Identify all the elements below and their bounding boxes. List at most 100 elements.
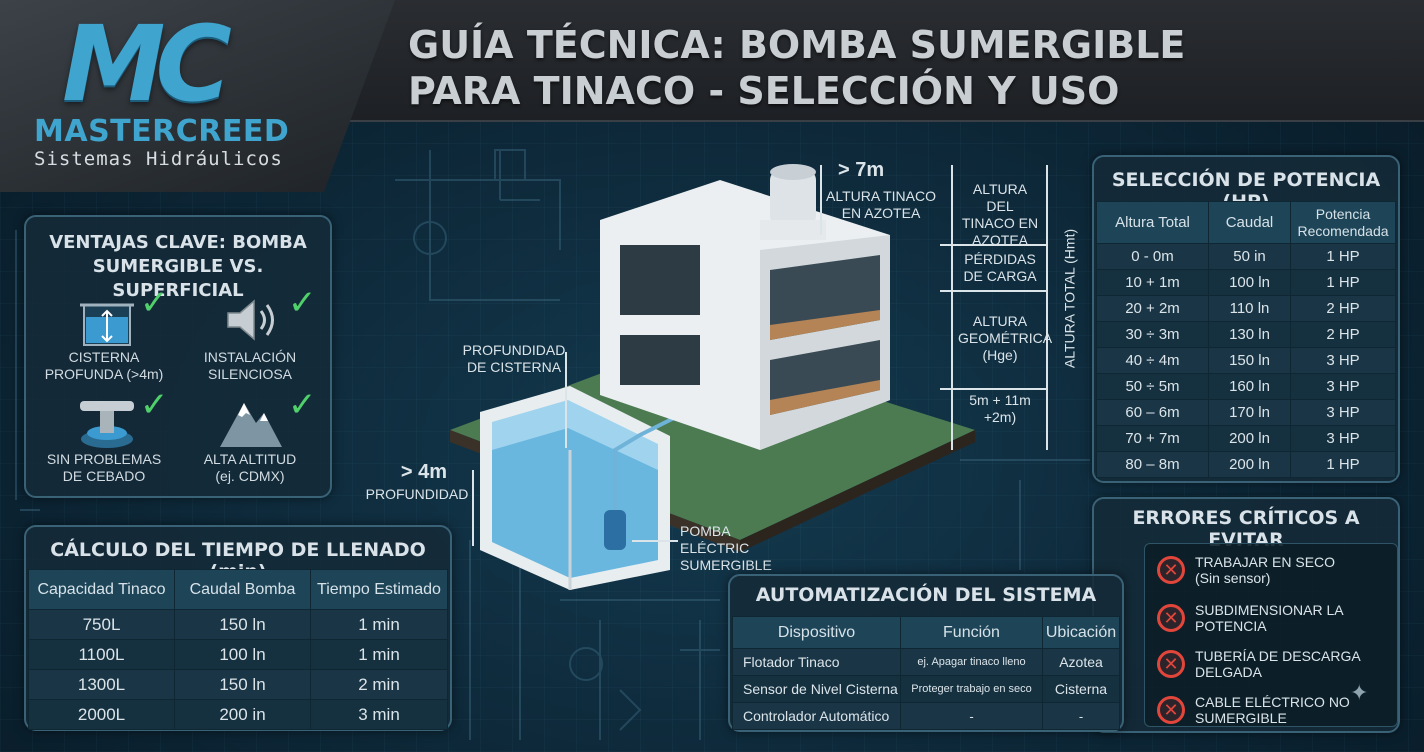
geometric-height-label: ALTURA GEOMÉTRICA (Hge)	[958, 313, 1053, 364]
cistern-depth-label: PROFUNDIDAD DE CISTERNA	[462, 342, 566, 376]
error-text-line1: TRABAJAR EN SECO	[1195, 554, 1336, 570]
tank-height-arrow	[820, 165, 822, 235]
table-cell: 2000L	[28, 699, 175, 730]
total-height-arrow	[1046, 165, 1048, 450]
tank-height-label-line2: EN AZOTEA	[841, 205, 921, 221]
table-cell: 3 HP	[1290, 373, 1396, 400]
check-icon: ✓	[140, 284, 169, 322]
advantage-cebado: ✓ SIN PROBLEMAS DE CEBADO	[34, 388, 174, 485]
height-breakdown-line	[951, 165, 953, 450]
tank-height-label: ALTURA TINACO EN AZOTEA	[826, 188, 936, 222]
error-text-line2: DELGADA	[1195, 664, 1262, 680]
table-cell: 150 ln	[1208, 347, 1291, 374]
tank-roof-height-label: ALTURA DEL TINACO EN AZOTEA	[958, 181, 1042, 249]
advantage-altitud: ✓ ALTA ALTITUD (ej. CDMX)	[180, 386, 320, 485]
column-header: Caudal Bomba	[174, 569, 311, 610]
advantage-label-line1: SIN PROBLEMAS	[46, 451, 162, 467]
advantage-label-line2: SILENCIOSA	[207, 366, 293, 382]
column-header: Potencia Recomendada	[1290, 201, 1396, 244]
table-cell: -	[1042, 702, 1120, 730]
advantage-label-line1: ALTA ALTITUD	[203, 451, 297, 467]
page-title: GUÍA TÉCNICA: BOMBA SUMERGIBLE PARA TINA…	[408, 22, 1308, 114]
table-cell: 750L	[28, 609, 175, 640]
table-row: 1100L 100 ln 1 min	[28, 639, 448, 670]
error-x-icon: ✕	[1157, 696, 1185, 724]
geometric-height-line3: (Hge)	[982, 347, 1018, 363]
table-cell: Proteger trabajo en seco	[900, 675, 1043, 703]
table-cell: 2 HP	[1290, 321, 1396, 348]
column-header: Capacidad Tinaco	[28, 569, 175, 610]
brand-name-part1: MASTER	[34, 114, 176, 149]
table-cell: 130 ln	[1208, 321, 1291, 348]
ventajas-panel: VENTAJAS CLAVE: BOMBA SUMERGIBLE VS. SUP…	[24, 215, 332, 498]
table-cell: 30 ÷ 3m	[1096, 321, 1209, 348]
geometric-height-line1: ALTURA	[972, 313, 1028, 329]
table-cell: 1 min	[310, 609, 448, 640]
table-row: 750L 150 ln 1 min	[28, 609, 448, 640]
table-cell: -	[900, 702, 1043, 730]
tank-height-value: > 7m	[838, 159, 885, 181]
table-row: Flotador Tinaco ej. Apagar tinaco lleno …	[732, 648, 1120, 676]
cistern-depth-line2: DE CISTERNA	[466, 359, 562, 375]
table-cell: 1 HP	[1290, 451, 1396, 478]
speaker-icon	[227, 299, 274, 341]
automation-table: Dispositivo Función Ubicación Flotador T…	[732, 616, 1120, 730]
check-icon: ✓	[288, 386, 317, 424]
advantage-label-line1: CISTERNA	[68, 349, 140, 365]
table-cell: 1300L	[28, 669, 175, 700]
table-cell: Cisterna	[1042, 675, 1120, 703]
column-header: Función	[900, 616, 1043, 649]
tank-roof-height-line2: TINACO EN	[961, 215, 1039, 231]
page-title-line2: PARA TINACO - SELECCIÓN Y USO	[408, 69, 1120, 113]
pump-label-line1: POMBA ELÉCTRIC	[680, 523, 750, 556]
ventajas-title-line2: SUMERGIBLE VS. SUPERFICIAL	[92, 256, 264, 301]
sparkle-icon: ✦	[1350, 680, 1369, 705]
table-cell: 100 ln	[1208, 269, 1291, 296]
table-cell: 3 HP	[1290, 425, 1396, 452]
advantage-label-line1: INSTALACIÓN	[203, 349, 297, 365]
depth-arrow	[472, 470, 474, 546]
table-cell: 150 ln	[174, 669, 311, 700]
divider	[940, 290, 1048, 292]
head-loss-line2: DE CARGA	[963, 268, 1037, 284]
table-cell: 1 min	[310, 639, 448, 670]
ventajas-title: VENTAJAS CLAVE: BOMBA SUMERGIBLE VS. SUP…	[26, 231, 330, 303]
table-cell: 1 HP	[1290, 243, 1396, 270]
list-item: ✕ TRABAJAR EN SECO (Sin sensor)	[1157, 554, 1400, 586]
table-cell: 150 ln	[174, 609, 311, 640]
table-cell: ej. Apagar tinaco lleno	[900, 648, 1043, 676]
head-loss-label: PÉRDIDAS DE CARGA	[958, 251, 1042, 285]
table-cell: 200 ln	[1208, 425, 1291, 452]
table-cell: 200 ln	[1208, 451, 1291, 478]
error-x-icon: ✕	[1157, 604, 1185, 632]
table-cell: 10 + 1m	[1096, 269, 1209, 296]
total-height-label: ALTURA TOTAL (Hmt)	[1061, 228, 1078, 369]
tank-height-label-line1: ALTURA TINACO	[826, 188, 936, 204]
pump-label-line2: SUMERGIBLE	[680, 557, 772, 573]
divider	[940, 388, 1048, 390]
error-x-icon: ✕	[1157, 650, 1185, 678]
brand-name-part2: CREED	[175, 114, 290, 149]
table-cell: 3 min	[310, 699, 448, 730]
table-cell: Azotea	[1042, 648, 1120, 676]
table-cell: 100 ln	[174, 639, 311, 670]
column-header: Ubicación	[1042, 616, 1120, 649]
error-list: ✕ TRABAJAR EN SECO (Sin sensor) ✕ SUBDIM…	[1144, 543, 1398, 727]
automation-title: AUTOMATIZACIÓN DEL SISTEMA	[755, 584, 1097, 606]
table-cell: 40 ÷ 4m	[1096, 347, 1209, 374]
geometric-height-line2: GEOMÉTRICA	[958, 330, 1053, 346]
error-text-line2: (Sin sensor)	[1195, 570, 1271, 586]
advantage-label-line2: PROFUNDA (>4m)	[44, 366, 164, 382]
column-header: Tiempo Estimado	[310, 569, 448, 610]
page-title-line1: GUÍA TÉCNICA: BOMBA SUMERGIBLE	[408, 23, 1186, 67]
error-text-line1: SUBDIMENSIONAR LA POTENCIA	[1195, 602, 1343, 634]
advantage-label-line2: DE CEBADO	[62, 468, 146, 484]
table-cell: 160 ln	[1208, 373, 1291, 400]
list-item: ✕ CABLE ELÉCTRICO NO SUMERGIBLE	[1157, 694, 1400, 726]
